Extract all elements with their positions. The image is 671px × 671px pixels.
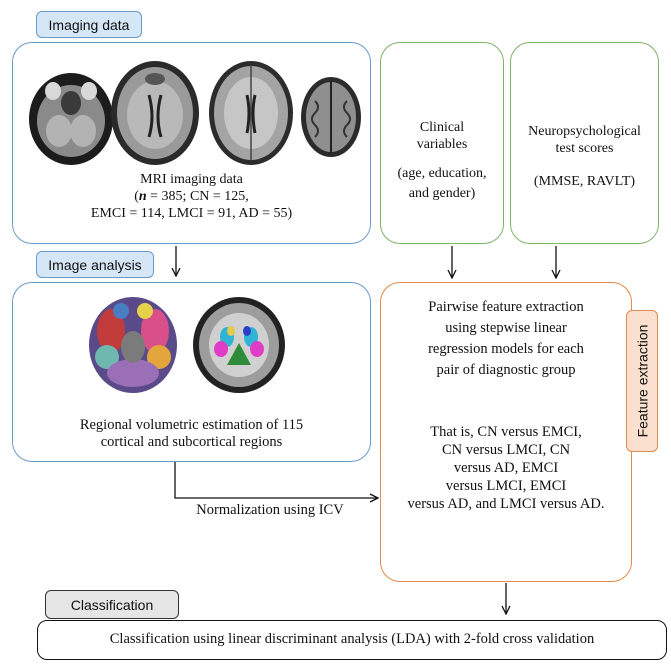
mri-caption: MRI imaging data (n = 385; CN = 125, EMC… [13,171,370,222]
feature-para1-line1: Pairwise feature extraction [428,299,584,315]
image-analysis-tag: Image analysis [36,251,154,278]
feature-para2-line1: That is, CN versus EMCI, [430,424,582,440]
feature-para2-line2: CN versus LMCI, CN [441,442,571,458]
classification-tag: Classification [45,590,179,619]
classification-text: Classification using linear discriminant… [109,631,595,647]
mri-caption-line2: (n = 385; CN = 125, [134,189,249,204]
normalization-label: Normalization using ICV [196,502,344,518]
imaging-data-box: MRI imaging data (n = 385; CN = 125, EMC… [12,42,371,244]
classification-box: Classification using linear discriminant… [37,620,667,660]
feature-para1-line2: using stepwise linear [445,320,567,336]
mri-slices-image [23,51,363,171]
feature-para2-line3: versus AD, EMCI [453,460,559,476]
feature-extraction-tag-label: Feature extraction [634,324,650,438]
neuro-line2: test scores [555,141,614,156]
mri-caption-line1: MRI imaging data [140,172,243,187]
mri-caption-n: n [138,189,147,204]
feature-extraction-box: Pairwise feature extraction using stepwi… [380,282,632,582]
feature-para2-line5: versus AD, and LMCI versus AD. [407,496,605,512]
arrow-analysis-to-feature [174,462,378,498]
clinical-line1: Clinical [419,120,465,135]
analysis-caption-line1: Regional volumetric estimation of 115 [79,417,304,433]
feature-para2-line4: versus LMCI, EMCI [445,478,567,494]
clinical-line3: (age, education, [397,166,487,181]
feature-para1-line3: regression models for each [428,341,584,357]
clinical-line4: and gender) [408,186,476,201]
analysis-caption-line2: cortical and subcortical regions [100,434,283,450]
mri-caption-line2-rest: = 385; CN = 125, [146,189,249,204]
mri-caption-line3: EMCI = 114, LMCI = 91, AD = 55) [90,206,293,221]
clinical-line2: variables [416,137,468,152]
feature-para1-line4: pair of diagnostic group [436,362,576,378]
imaging-data-tag: Imaging data [36,11,142,38]
segmented-brain-image [89,297,285,393]
image-analysis-box: Regional volumetric estimation of 115 co… [12,282,371,462]
clinical-variables-box: Clinical variables (age, education, and … [380,42,504,244]
feature-extraction-tag: Feature extraction [626,310,658,452]
neuro-line1: Neuropsychological [528,124,641,139]
neuropsych-scores-box: Neuropsychological test scores (MMSE, RA… [510,42,659,244]
neuro-line3: (MMSE, RAVLT) [533,174,636,189]
